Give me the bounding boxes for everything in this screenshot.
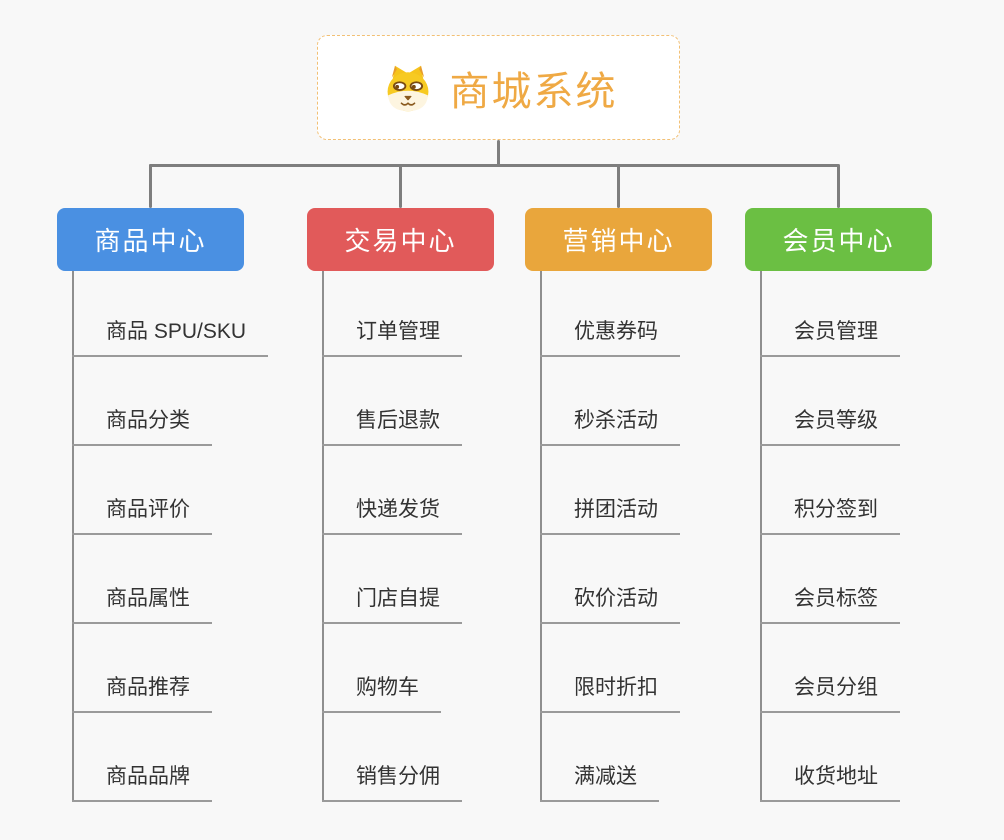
connector-trunk bbox=[149, 164, 839, 167]
branch-node-0[interactable]: 商品中心 bbox=[57, 208, 244, 271]
leaf-node[interactable]: 优惠券码 bbox=[540, 316, 680, 357]
connector-branch-drop bbox=[617, 164, 620, 208]
leaf-node[interactable]: 商品推荐 bbox=[72, 672, 212, 713]
branch-node-2[interactable]: 营销中心 bbox=[525, 208, 712, 271]
leaf-node[interactable]: 积分签到 bbox=[760, 494, 900, 535]
connector-branch-drop bbox=[837, 164, 840, 208]
branch-label: 会员中心 bbox=[782, 226, 895, 256]
branch-label: 商品中心 bbox=[94, 226, 207, 256]
branch-node-3[interactable]: 会员中心 bbox=[745, 208, 932, 271]
leaf-node[interactable]: 限时折扣 bbox=[540, 672, 680, 713]
leaf-node[interactable]: 商品品牌 bbox=[72, 761, 212, 802]
connector-children-line bbox=[72, 271, 74, 802]
leaf-node[interactable]: 收货地址 bbox=[760, 761, 900, 802]
leaf-node[interactable]: 商品属性 bbox=[72, 583, 212, 624]
leaf-node[interactable]: 会员管理 bbox=[760, 316, 900, 357]
branch-label: 营销中心 bbox=[562, 226, 675, 256]
leaf-node[interactable]: 会员分组 bbox=[760, 672, 900, 713]
leaf-node[interactable]: 门店自提 bbox=[322, 583, 462, 624]
leaf-node[interactable]: 售后退款 bbox=[322, 405, 462, 446]
leaf-node[interactable]: 商品 SPU/SKU bbox=[72, 316, 269, 357]
connector-branch-drop bbox=[399, 164, 402, 208]
connector-children-line bbox=[540, 271, 542, 802]
leaf-node[interactable]: 秒杀活动 bbox=[540, 405, 680, 446]
shiba-dog-icon bbox=[387, 65, 428, 111]
leaf-node[interactable]: 会员标签 bbox=[760, 583, 900, 624]
leaf-node[interactable]: 销售分佣 bbox=[322, 761, 462, 802]
connector-children-line bbox=[322, 271, 324, 802]
leaf-node[interactable]: 快递发货 bbox=[322, 494, 462, 535]
root-node[interactable]: 商城系统 bbox=[317, 35, 680, 140]
leaf-node[interactable]: 购物车 bbox=[322, 672, 441, 713]
connector-root-drop bbox=[497, 140, 500, 166]
root-title: 商城系统 bbox=[449, 69, 618, 114]
leaf-node[interactable]: 满减送 bbox=[540, 761, 659, 802]
connector-children-line bbox=[760, 271, 762, 802]
branch-label: 交易中心 bbox=[344, 226, 457, 256]
branch-node-1[interactable]: 交易中心 bbox=[307, 208, 494, 271]
leaf-node[interactable]: 砍价活动 bbox=[540, 583, 680, 624]
connector-branch-drop bbox=[149, 164, 152, 208]
leaf-node[interactable]: 商品评价 bbox=[72, 494, 212, 535]
leaf-node[interactable]: 商品分类 bbox=[72, 405, 212, 446]
leaf-node[interactable]: 会员等级 bbox=[760, 405, 900, 446]
leaf-node[interactable]: 拼团活动 bbox=[540, 494, 680, 535]
leaf-node[interactable]: 订单管理 bbox=[322, 316, 462, 357]
